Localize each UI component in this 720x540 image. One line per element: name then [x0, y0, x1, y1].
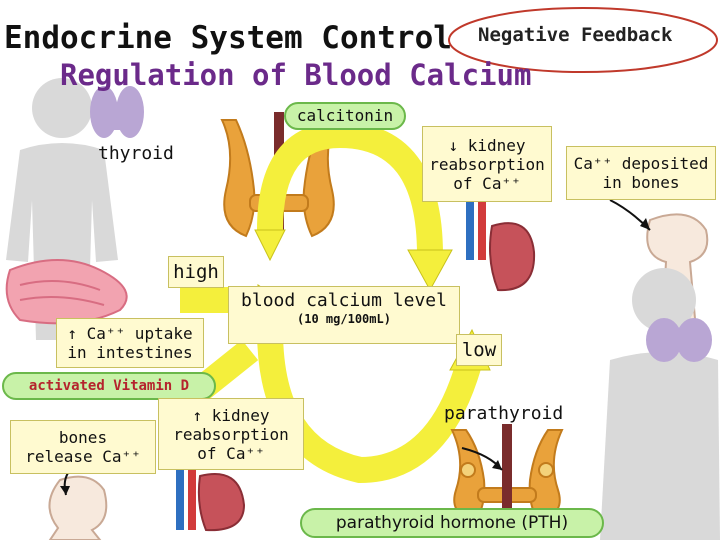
thyroid-gland-icon	[90, 86, 144, 138]
bones-release-line1: bones	[58, 428, 108, 447]
bone-icon	[48, 475, 108, 540]
low-label: low	[456, 334, 502, 366]
calcium-deposited-line2: in bones	[602, 173, 680, 192]
blood-calcium-level-range: (10 mg/100mL)	[297, 312, 391, 326]
thyroid-gland-icon	[646, 318, 712, 362]
high-label: high	[168, 256, 224, 288]
activated-vitamin-d-label: activated Vitamin D	[2, 372, 216, 400]
kidney-reabsorption-down-line3: of Ca⁺⁺	[453, 173, 521, 193]
kidney-icon	[176, 455, 246, 532]
kidney-reabsorption-up-line3: of Ca⁺⁺	[197, 443, 265, 463]
intestinal-uptake-line2: in intestines	[67, 343, 193, 362]
blood-calcium-level-box: blood calcium level (10 mg/100mL)	[228, 286, 460, 344]
calcitonin-label: calcitonin	[284, 102, 406, 130]
intestinal-uptake-line1: ↑ Ca⁺⁺ uptake	[67, 324, 193, 343]
parathyroid-label: parathyroid	[444, 403, 564, 424]
kidney-reabsorption-up-line2: reabsorption	[173, 424, 289, 444]
calcium-deposited-line1: Ca⁺⁺ deposited	[573, 154, 709, 173]
intestinal-uptake-box: ↑ Ca⁺⁺ uptake in intestines	[56, 318, 204, 368]
badge-outline	[448, 7, 718, 73]
kidney-icon	[466, 190, 536, 292]
negative-feedback-badge: Negative Feedback	[478, 24, 673, 46]
bones-release-line2: release Ca⁺⁺	[25, 447, 141, 466]
thyroid-label: thyroid	[98, 143, 174, 164]
kidney-reabsorption-up-line1: ↑ kidney	[192, 405, 270, 425]
human-silhouette-icon	[6, 78, 118, 340]
blood-calcium-level-label: blood calcium level	[241, 290, 447, 311]
page-subtitle: Regulation of Blood Calcium	[60, 58, 532, 92]
kidney-reabsorption-down-line1: ↓ kidney	[448, 135, 526, 155]
kidney-reabsorption-down-line2: reabsorption	[429, 154, 545, 174]
page-title: Endocrine System Control	[4, 20, 452, 56]
intestine-icon	[5, 259, 128, 325]
kidney-reabsorption-up-box: ↑ kidney reabsorption of Ca⁺⁺	[158, 398, 304, 470]
bones-release-box: bones release Ca⁺⁺	[10, 420, 156, 474]
human-silhouette-icon	[600, 268, 720, 540]
kidney-reabsorption-down-box: ↓ kidney reabsorption of Ca⁺⁺	[422, 126, 552, 202]
calcium-deposited-box: Ca⁺⁺ deposited in bones	[566, 146, 716, 200]
pth-label: parathyroid hormone (PTH)	[300, 508, 604, 538]
